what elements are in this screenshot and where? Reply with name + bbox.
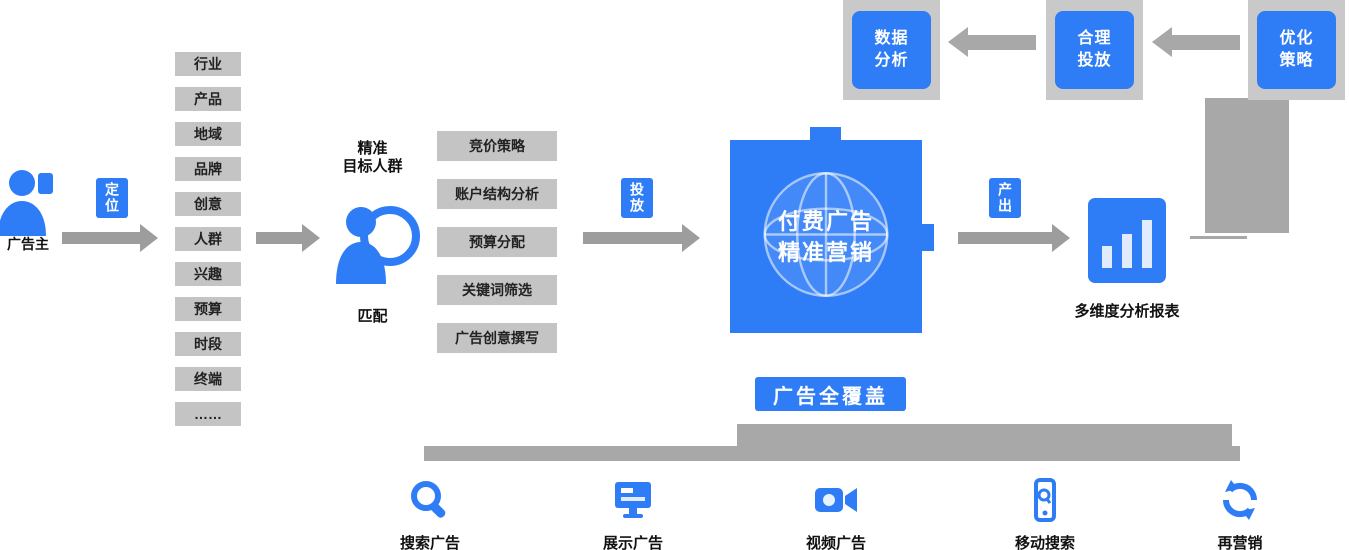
feedback-connector-line xyxy=(1190,236,1247,239)
channel-display-ads: 展示广告 xyxy=(588,478,678,550)
search-ad-icon xyxy=(408,478,452,522)
center-box-right-tab xyxy=(921,224,934,251)
channel-search-ads: 搜索广告 xyxy=(385,478,475,550)
feedback-arrow-2 xyxy=(1152,27,1240,57)
feedback-box-label-line2: 投放 xyxy=(1077,52,1112,69)
flow-arrow-4 xyxy=(958,224,1070,252)
strategy-item: 关键词筛选 xyxy=(437,275,557,305)
targeting-item: 终端 xyxy=(175,367,241,391)
coverage-bar-thin xyxy=(424,446,1240,461)
feedback-box-label-line2: 分析 xyxy=(874,52,909,69)
feedback-box-data-analysis: 数据 分析 xyxy=(843,0,940,100)
targeting-item: 人群 xyxy=(175,227,241,251)
targeting-dimension-list: 行业 产品 地域 品牌 创意 人群 兴趣 预算 时段 终端 …… xyxy=(175,52,241,426)
targeting-item: 地域 xyxy=(175,122,241,146)
strategy-item: 账户结构分析 xyxy=(437,179,557,209)
feedback-box-label-line1: 优化 xyxy=(1279,30,1314,47)
feedback-box-label-line1: 数据 xyxy=(874,30,909,47)
audience-title: 精准 目标人群 xyxy=(325,140,420,176)
display-ad-icon xyxy=(611,478,655,522)
feedback-box-reasonable-delivery: 合理 投放 xyxy=(1046,0,1143,100)
targeting-item: …… xyxy=(175,402,241,426)
video-ad-icon xyxy=(813,478,859,522)
delivery-badge: 投放 xyxy=(621,178,653,218)
report-icon xyxy=(1088,198,1166,288)
flow-arrow-2 xyxy=(256,224,320,252)
targeting-item: 预算 xyxy=(175,297,241,321)
output-badge: 产出 xyxy=(989,178,1021,218)
advertiser-label: 广告主 xyxy=(7,236,49,252)
strategy-item: 预算分配 xyxy=(437,227,557,257)
center-box-top-tab xyxy=(810,127,841,141)
channel-label: 再营销 xyxy=(1217,535,1263,550)
center-box-title: 付费广告 精准营销 xyxy=(778,206,874,268)
globe-icon xyxy=(759,167,893,306)
paid-ads-center-box: 付费广告 精准营销 xyxy=(730,140,922,333)
advertiser-icon xyxy=(0,168,58,241)
channel-video-ads: 视频广告 xyxy=(791,478,881,550)
audience-title-line2: 目标人群 xyxy=(342,158,403,175)
coverage-badge: 广告全覆盖 xyxy=(755,377,906,411)
center-box-title-line1: 付费广告 xyxy=(777,208,874,234)
report-label: 多维度分析报表 xyxy=(1074,303,1180,320)
channel-mobile-search: 移动搜索 xyxy=(1000,478,1090,550)
channel-label: 搜索广告 xyxy=(399,535,460,550)
audience-title-line1: 精准 xyxy=(357,140,388,157)
feedback-box-label-line2: 策略 xyxy=(1279,52,1314,69)
flow-arrow-3 xyxy=(583,224,700,252)
channel-remarketing: 再营销 xyxy=(1195,478,1285,550)
flow-arrow-1 xyxy=(62,224,158,252)
feedback-arrow-1 xyxy=(948,27,1036,57)
targeting-item: 时段 xyxy=(175,332,241,356)
targeting-item: 行业 xyxy=(175,52,241,76)
targeting-item: 产品 xyxy=(175,87,241,111)
mobile-search-icon xyxy=(1023,478,1067,522)
feedback-box-optimize-strategy: 优化 策略 xyxy=(1248,0,1345,100)
targeting-item: 兴趣 xyxy=(175,262,241,286)
center-box-title-line2: 精准营销 xyxy=(777,239,874,265)
target-audience-icon xyxy=(334,194,420,289)
coverage-bar-thick xyxy=(737,424,1232,446)
channel-label: 视频广告 xyxy=(805,535,866,550)
strategy-list: 竞价策略 账户结构分析 预算分配 关键词筛选 广告创意撰写 xyxy=(437,131,557,353)
channel-label: 移动搜索 xyxy=(1014,535,1075,550)
channel-label: 展示广告 xyxy=(602,535,663,550)
positioning-badge: 定位 xyxy=(96,178,128,218)
match-label: 匹配 xyxy=(357,308,388,325)
strategy-item: 竞价策略 xyxy=(437,131,557,161)
feedback-vertical-bar xyxy=(1205,98,1289,233)
feedback-box-label-line1: 合理 xyxy=(1077,30,1112,47)
targeting-item: 品牌 xyxy=(175,157,241,181)
targeting-item: 创意 xyxy=(175,192,241,216)
strategy-item: 广告创意撰写 xyxy=(437,323,557,353)
remarketing-icon xyxy=(1218,478,1262,522)
